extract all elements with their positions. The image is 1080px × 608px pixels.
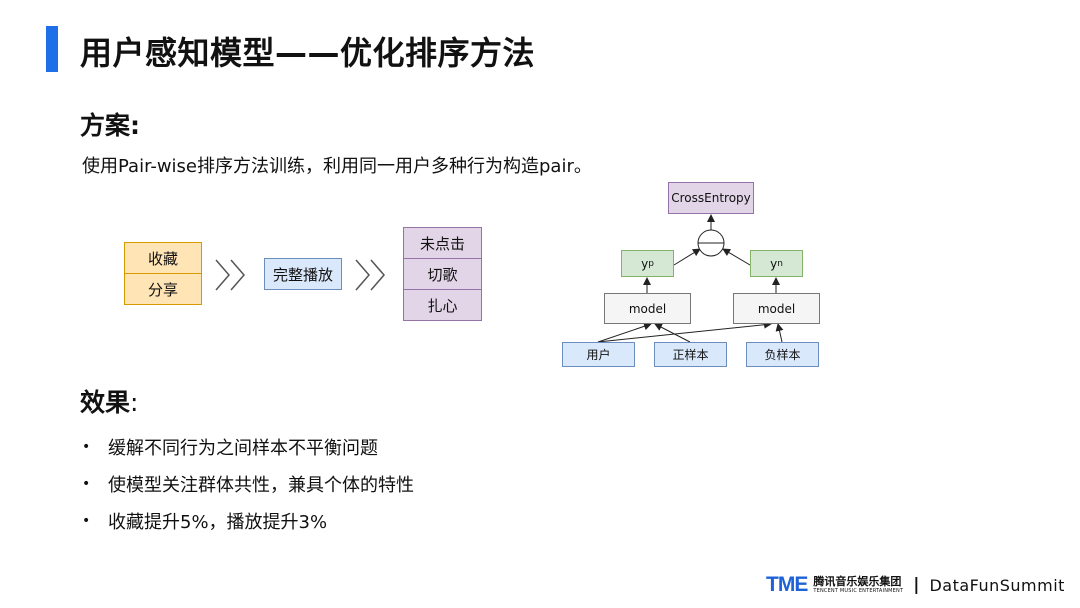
flow-box-favorite: 收藏 xyxy=(124,242,202,274)
input-user-box: 用户 xyxy=(562,342,635,367)
flow-box-heartbreak: 扎心 xyxy=(403,289,482,321)
title-accent-bar xyxy=(46,26,58,72)
scheme-heading: 方案: xyxy=(80,111,140,140)
bullet-dot-icon: • xyxy=(82,438,91,455)
list-item: •使模型关注群体共性，兼具个体的特性 xyxy=(82,474,414,496)
footer: TME 腾讯音乐娱乐集团 TENCENT MUSIC ENTERTAINMENT… xyxy=(766,572,1065,598)
bullet-dot-icon: • xyxy=(82,475,91,492)
cross-entropy-box: CrossEntropy xyxy=(668,182,754,214)
model-left-box: model xyxy=(604,293,691,324)
page-title: 用户感知模型——优化排序方法 xyxy=(80,34,536,72)
flow-box-share: 分享 xyxy=(124,273,202,305)
datafun-summit-label: DataFunSummit xyxy=(929,575,1065,595)
bullet-dot-icon: • xyxy=(82,512,91,529)
input-negative-box: 负样本 xyxy=(746,342,819,367)
flow-box-full-play: 完整播放 xyxy=(264,258,342,290)
flow-box-no-click: 未点击 xyxy=(403,227,482,259)
input-positive-box: 正样本 xyxy=(654,342,727,367)
effect-heading: 效果: xyxy=(80,388,139,417)
list-item: •收藏提升5%，播放提升3% xyxy=(82,511,328,533)
effect-bullet-list: •缓解不同行为之间样本不平衡问题 •使模型关注群体共性，兼具个体的特性 •收藏提… xyxy=(82,428,414,539)
tme-logo: TME xyxy=(766,573,808,596)
tme-logo-text: 腾讯音乐娱乐集团 TENCENT MUSIC ENTERTAINMENT xyxy=(813,574,904,594)
chevron-right-icon xyxy=(215,259,245,291)
scheme-description: 使用Pair-wise排序方法训练，利用同一用户多种行为构造pair。 xyxy=(82,156,592,177)
footer-separator: | xyxy=(913,575,920,595)
model-right-box: model xyxy=(733,293,820,324)
chevron-right-icon xyxy=(355,259,385,291)
list-item: •缓解不同行为之间样本不平衡问题 xyxy=(82,437,378,459)
